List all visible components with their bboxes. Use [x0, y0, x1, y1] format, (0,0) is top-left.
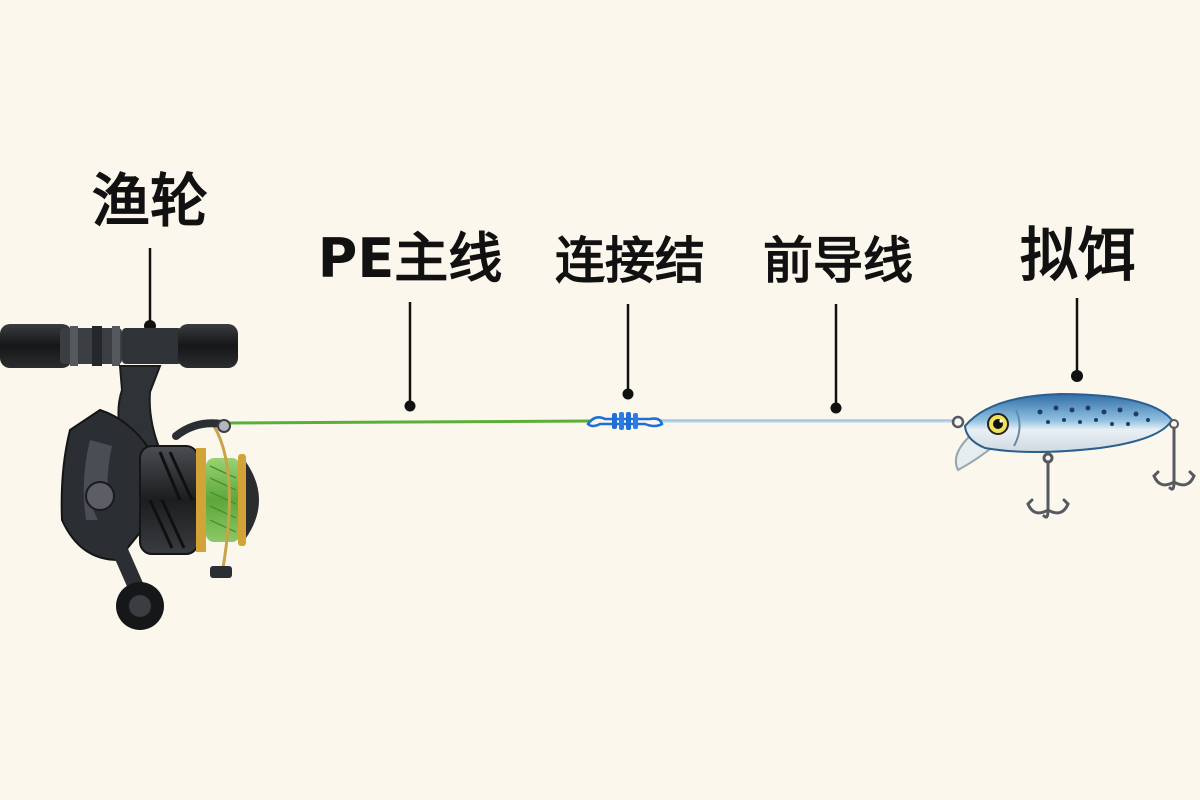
connecting-knot — [586, 412, 664, 430]
reel-pointer — [144, 248, 156, 332]
minnow-lure — [951, 392, 1196, 519]
pe-main-line — [225, 419, 591, 425]
reel-label: 渔轮 — [91, 167, 209, 235]
pe-line-pointer — [404, 302, 416, 412]
tail-treble-hook — [1152, 426, 1196, 491]
belly-treble-hook — [1026, 452, 1070, 519]
connecting-knot-label: 连接结 — [555, 232, 705, 290]
spool-line — [206, 458, 240, 542]
pe-main-line-label: PE主线 — [317, 227, 503, 290]
label-pointers — [144, 248, 1083, 414]
lure-label: 拟饵 — [1019, 221, 1137, 289]
spinning-reel — [0, 324, 259, 630]
leader-line-label: 前导线 — [763, 232, 913, 290]
leader-pointer — [830, 304, 842, 414]
lure-pointer — [1071, 298, 1083, 382]
knot-pointer — [622, 304, 634, 400]
rod-handle — [0, 324, 238, 368]
